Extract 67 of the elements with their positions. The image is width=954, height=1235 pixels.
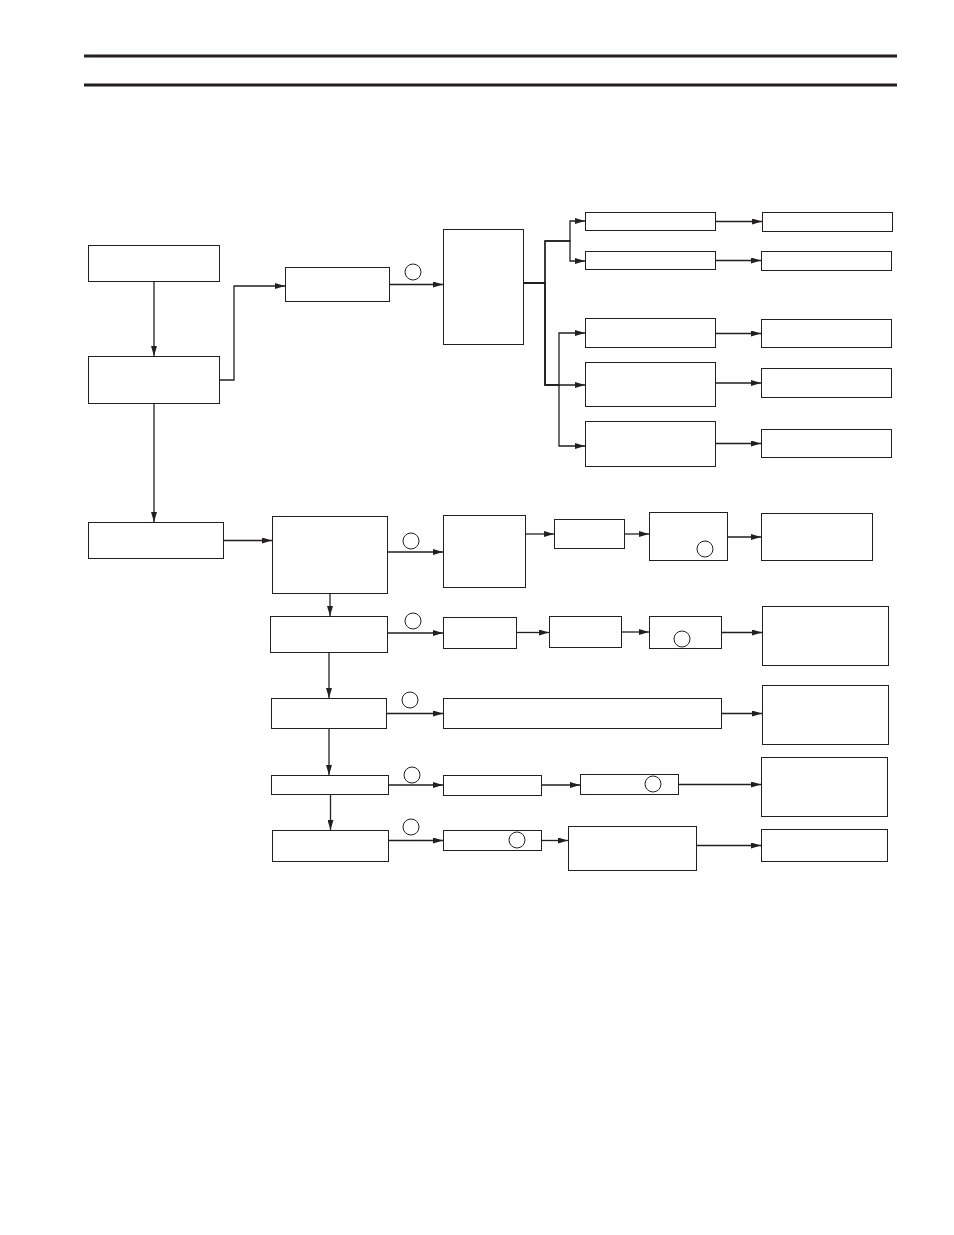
process-box	[271, 698, 387, 729]
arrow	[327, 593, 333, 617]
process-box	[443, 698, 722, 729]
process-box	[443, 775, 542, 796]
arrow	[541, 837, 569, 844]
arrow	[541, 782, 581, 788]
arrow	[151, 403, 157, 523]
process-box	[568, 826, 697, 871]
process-box	[554, 519, 625, 549]
process-box	[761, 251, 892, 271]
process-box	[285, 267, 390, 302]
arrow	[386, 710, 444, 717]
arrow	[151, 281, 157, 357]
process-box	[585, 421, 716, 467]
arrow	[624, 531, 650, 537]
process-box	[762, 685, 889, 745]
process-box	[585, 318, 716, 348]
process-box	[443, 515, 526, 588]
arrow	[516, 629, 550, 636]
process-box	[272, 830, 389, 862]
arrow	[525, 531, 555, 537]
arrow	[715, 257, 762, 264]
arrow	[721, 629, 763, 636]
process-box	[761, 319, 892, 348]
process-box	[761, 829, 888, 862]
process-box	[585, 362, 716, 407]
process-box	[443, 830, 542, 851]
process-box	[761, 513, 873, 561]
process-box	[762, 606, 889, 666]
process-box	[585, 212, 716, 231]
process-box	[549, 616, 622, 648]
arrow	[696, 842, 762, 849]
arrow	[223, 537, 273, 544]
process-box	[271, 775, 389, 795]
process-box	[270, 616, 388, 653]
arrow	[727, 534, 762, 540]
arrow	[388, 837, 444, 844]
process-box	[88, 245, 220, 282]
process-box	[580, 774, 679, 795]
arrow	[721, 710, 763, 717]
arrow	[715, 218, 763, 225]
arrow	[327, 794, 334, 831]
arrow	[387, 630, 444, 636]
arrow	[621, 629, 650, 635]
process-box	[443, 229, 524, 345]
arrow	[715, 330, 762, 337]
process-box	[585, 251, 716, 270]
arrow	[219, 283, 286, 381]
process-box	[761, 757, 888, 817]
process-box	[88, 356, 220, 404]
arrow	[387, 549, 444, 555]
process-box	[443, 617, 517, 649]
arrow	[326, 652, 332, 699]
arrow	[388, 782, 444, 788]
process-box	[88, 522, 224, 559]
arrow	[715, 440, 762, 447]
arrow	[326, 728, 332, 776]
process-box	[761, 368, 892, 398]
process-box	[762, 212, 893, 232]
process-box	[649, 512, 728, 561]
arrow	[678, 781, 762, 788]
process-box	[761, 429, 892, 458]
arrow	[523, 282, 586, 449]
arrow	[389, 281, 444, 288]
process-box	[272, 516, 388, 594]
process-box	[649, 616, 722, 649]
arrow	[715, 380, 762, 386]
